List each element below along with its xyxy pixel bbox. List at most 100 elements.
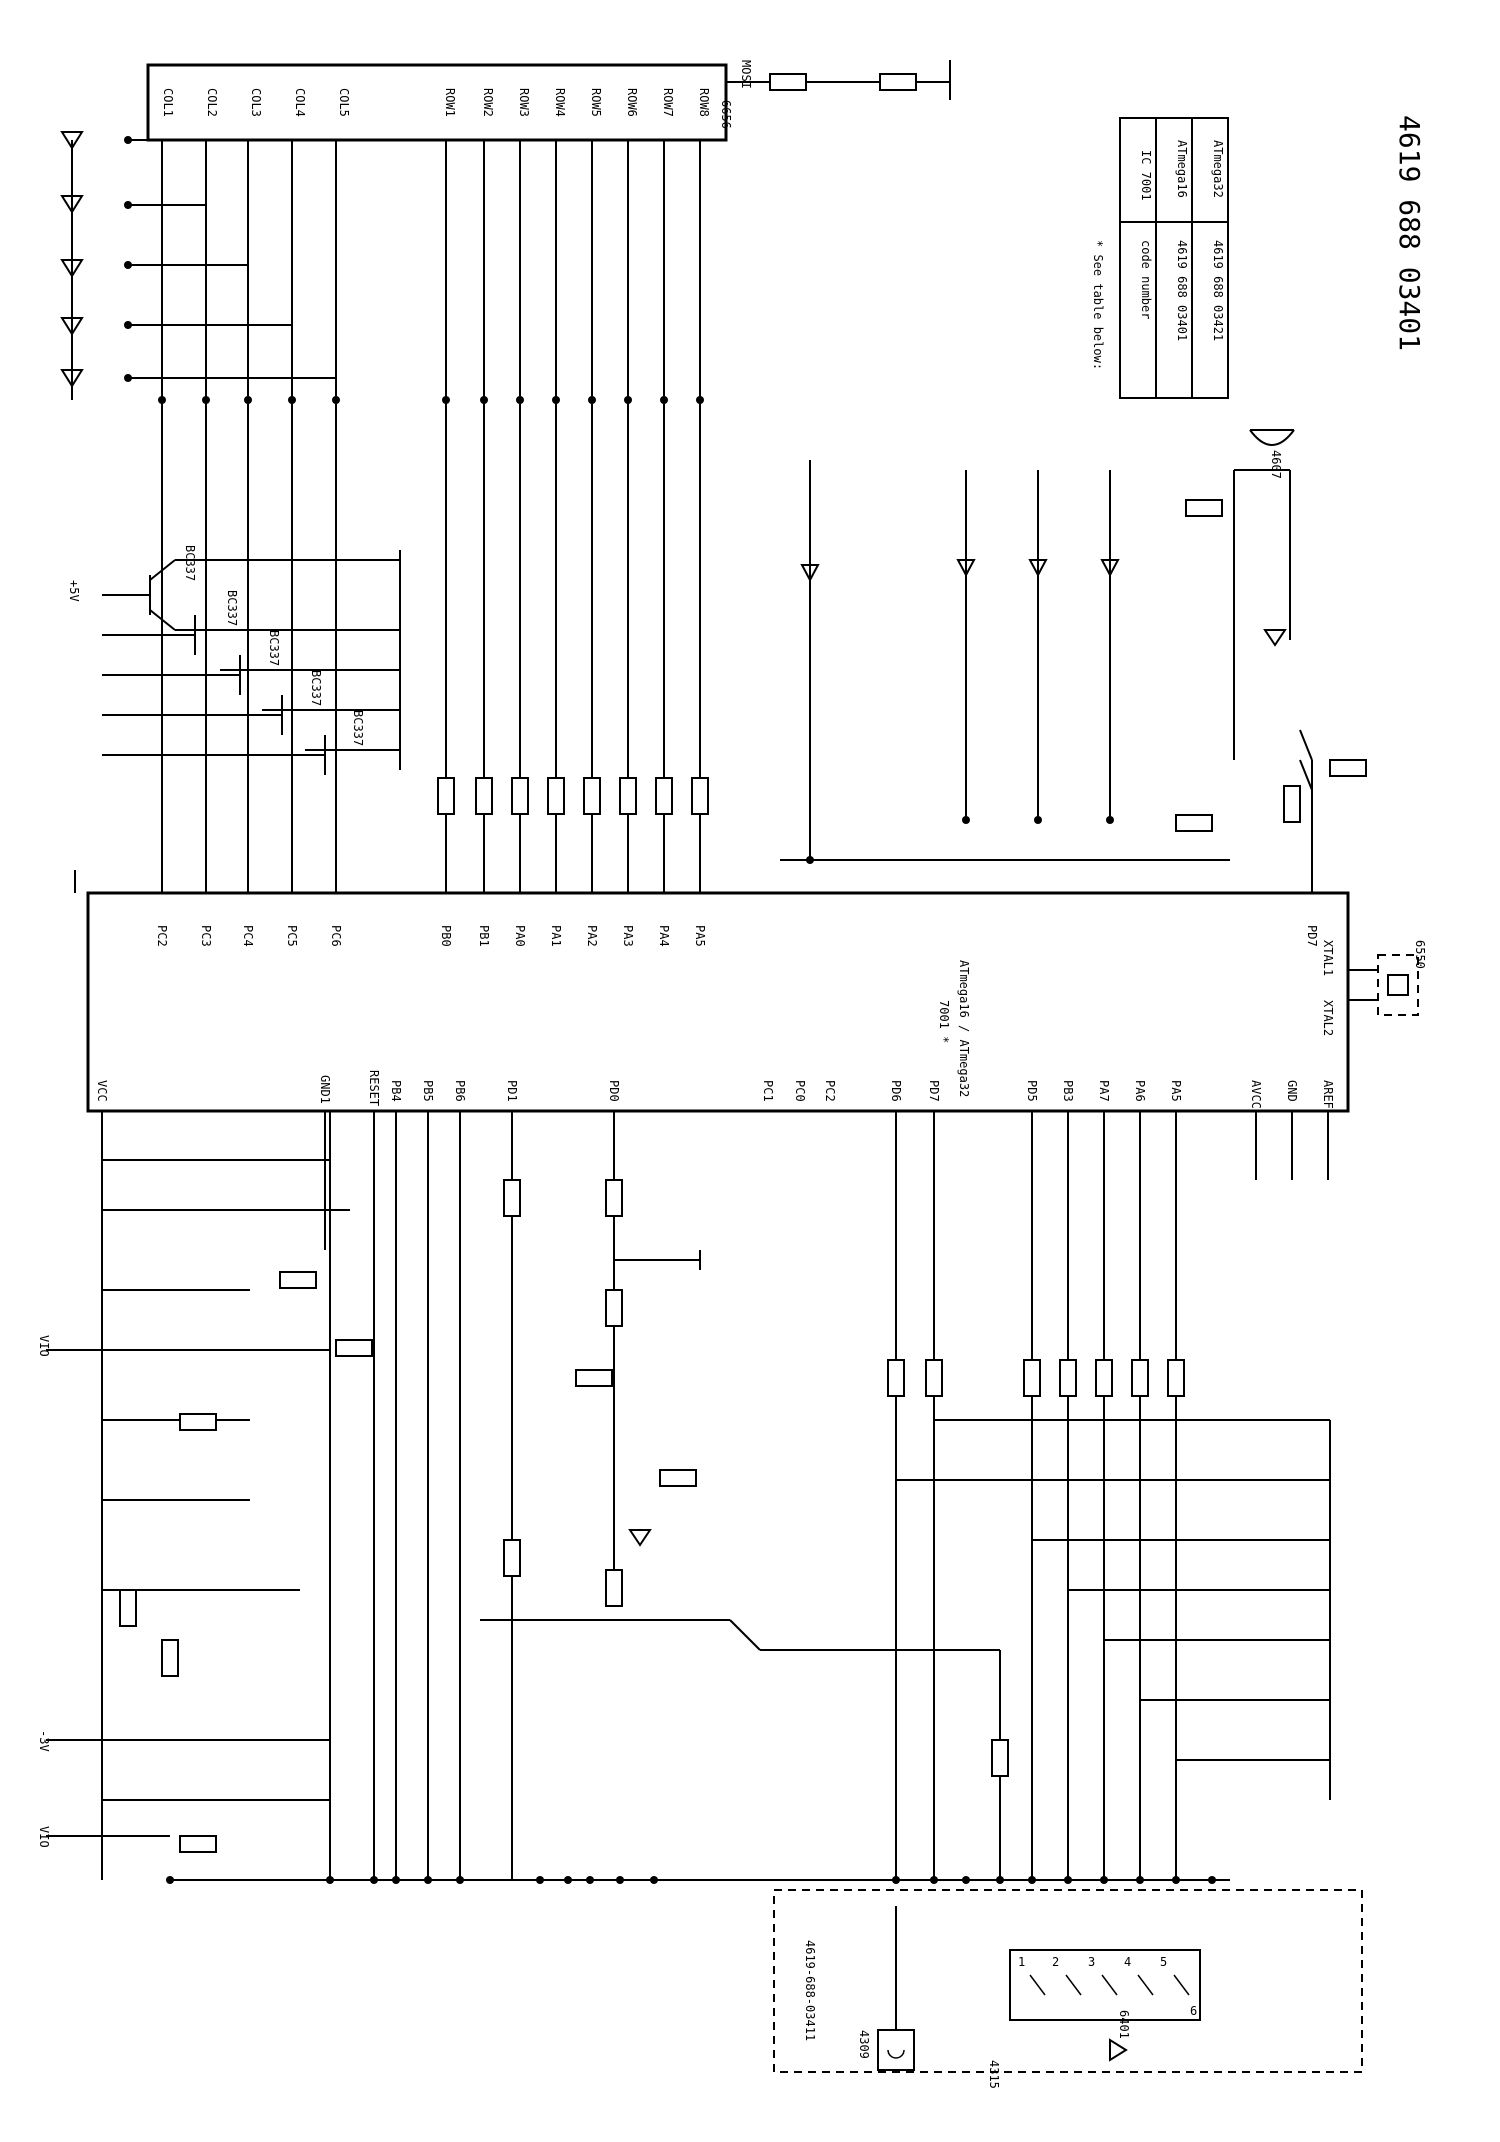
svg-text:ROW6: ROW6 xyxy=(625,88,639,117)
svg-text:PB0: PB0 xyxy=(439,925,453,947)
resistor-mosi xyxy=(769,73,807,91)
svg-text:VIO: VIO xyxy=(37,1826,51,1848)
display-col-labels: COL1 COL2 COL3 COL4 COL5 xyxy=(161,88,351,117)
svg-text:ROW4: ROW4 xyxy=(553,88,567,117)
svg-text:4309: 4309 xyxy=(857,2030,871,2059)
svg-text:COL1: COL1 xyxy=(161,88,175,117)
subboard-sensor: 4309 xyxy=(857,1906,915,2071)
svg-text:PC3: PC3 xyxy=(199,925,213,947)
power-labels: VIO -3V VIO +5V xyxy=(37,580,81,1848)
svg-text:PD1: PD1 xyxy=(505,1080,519,1102)
svg-text:PA5: PA5 xyxy=(1169,1080,1183,1102)
buzzer-circuit: 4607 xyxy=(1185,429,1367,823)
svg-text:ROW2: ROW2 xyxy=(481,88,495,117)
svg-text:PC0: PC0 xyxy=(793,1080,807,1102)
crystal: 6550 xyxy=(1348,940,1427,1016)
svg-text:BC337: BC337 xyxy=(183,545,197,581)
svg-text:BC337: BC337 xyxy=(309,670,323,706)
main-ic-top-pins xyxy=(74,140,1313,893)
svg-text:PC4: PC4 xyxy=(241,925,255,947)
svg-text:XTAL1: XTAL1 xyxy=(1321,940,1335,976)
svg-text:PD7: PD7 xyxy=(1305,925,1319,947)
svg-text:2: 2 xyxy=(1052,1955,1059,1969)
svg-text:PA1: PA1 xyxy=(549,925,563,947)
svg-text:PB3: PB3 xyxy=(1061,1080,1075,1102)
svg-text:PB1: PB1 xyxy=(477,925,491,947)
svg-text:PA5: PA5 xyxy=(693,925,707,947)
table-note: * See table below: xyxy=(1091,240,1105,370)
svg-text:4: 4 xyxy=(1124,1955,1131,1969)
power-section xyxy=(46,1111,373,1880)
svg-text:ROW3: ROW3 xyxy=(517,88,531,117)
svg-text:GND1: GND1 xyxy=(318,1075,332,1104)
svg-text:PD6: PD6 xyxy=(889,1080,903,1102)
svg-text:COL4: COL4 xyxy=(293,88,307,117)
transistor-7601: BC337 xyxy=(102,590,239,655)
mosi-label: MOSI xyxy=(739,60,753,89)
svg-text:BC337: BC337 xyxy=(267,630,281,666)
display-ref: 6656 xyxy=(719,100,733,129)
transistor-7604: BC337 xyxy=(102,710,365,775)
display-pins xyxy=(158,140,704,404)
svg-text:PC2: PC2 xyxy=(155,925,169,947)
display-module xyxy=(146,63,728,142)
svg-text:PB5: PB5 xyxy=(421,1080,435,1102)
svg-text:COL3: COL3 xyxy=(249,88,263,117)
svg-text:PD7: PD7 xyxy=(927,1080,941,1102)
table-row-2-ic: ATmega32 xyxy=(1211,140,1225,198)
svg-text:PA3: PA3 xyxy=(621,925,635,947)
svg-text:VCC: VCC xyxy=(95,1080,109,1102)
svg-text:GND: GND xyxy=(1285,1080,1299,1102)
subboard-outline xyxy=(773,1889,1363,2073)
main-ic-ref: 7001 * xyxy=(937,1000,951,1043)
svg-text:5: 5 xyxy=(1160,1955,1167,1969)
svg-text:COL2: COL2 xyxy=(205,88,219,117)
key-matrix xyxy=(780,460,1230,864)
main-ic-part: ATmega16 / ATmega32 xyxy=(957,960,971,1097)
svg-text:6401: 6401 xyxy=(1117,2010,1131,2039)
middle-section xyxy=(480,1179,1009,1880)
table-row-2-code: 4619 688 03421 xyxy=(1211,240,1225,341)
svg-text:PA6: PA6 xyxy=(1133,1080,1147,1102)
display-row-labels: ROW1 ROW2 ROW3 ROW4 ROW5 ROW6 ROW7 ROW8 xyxy=(443,88,711,117)
svg-text:6: 6 xyxy=(1190,2004,1197,2018)
svg-text:RESET: RESET xyxy=(367,1070,381,1106)
svg-text:AREF: AREF xyxy=(1321,1080,1335,1109)
svg-text:XTAL2: XTAL2 xyxy=(1321,1000,1335,1036)
svg-text:PC1: PC1 xyxy=(761,1080,775,1102)
input-filters xyxy=(887,1359,1331,1800)
svg-text:BC337: BC337 xyxy=(225,590,239,626)
svg-text:3: 3 xyxy=(1088,1955,1095,1969)
svg-text:+5V: +5V xyxy=(67,580,81,602)
svg-text:BC337: BC337 xyxy=(351,710,365,746)
table-row-1-code: 4619 688 03401 xyxy=(1175,240,1189,341)
svg-text:PB6: PB6 xyxy=(453,1080,467,1102)
svg-text:PB4: PB4 xyxy=(389,1080,403,1102)
table-header-ic: IC 7001 xyxy=(1139,150,1153,201)
svg-text:1: 1 xyxy=(1018,1955,1025,1969)
main-ic-body xyxy=(86,891,1350,1113)
table-row-1-ic: ATmega16 xyxy=(1175,140,1189,198)
main-ic-bottom-pins xyxy=(101,1111,1329,1880)
main-ic-bottom-pin-labels: VCC GND1 RESET PB4 PB5 PB6 PD1 PD0 PC1 P… xyxy=(95,940,1335,1109)
svg-text:PC6: PC6 xyxy=(329,925,343,947)
svg-text:PD5: PD5 xyxy=(1025,1080,1039,1102)
svg-text:6550: 6550 xyxy=(1413,940,1427,969)
row-resistors xyxy=(437,777,709,815)
main-ic-top-pin-labels: PC2 PC3 PC4 PC5 PC6 PB0 PB1 PA0 PA1 PA2 … xyxy=(155,925,1319,947)
svg-text:-3V: -3V xyxy=(37,1730,51,1752)
svg-text:PC5: PC5 xyxy=(285,925,299,947)
cap-row-top xyxy=(175,550,401,770)
resistor-mosi-2 xyxy=(879,73,917,91)
svg-text:ROW5: ROW5 xyxy=(589,88,603,117)
transistor-7600: BC337 xyxy=(102,545,197,631)
svg-text:PA7: PA7 xyxy=(1097,1080,1111,1102)
svg-text:PC2: PC2 xyxy=(823,1080,837,1102)
svg-text:4315: 4315 xyxy=(987,2060,1001,2089)
svg-text:PA0: PA0 xyxy=(513,925,527,947)
transistor-7603: BC337 xyxy=(102,670,323,735)
subboard-led: 6401 xyxy=(1109,2010,1131,2062)
svg-text:PA2: PA2 xyxy=(585,925,599,947)
table-header-code: code number xyxy=(1139,240,1153,319)
